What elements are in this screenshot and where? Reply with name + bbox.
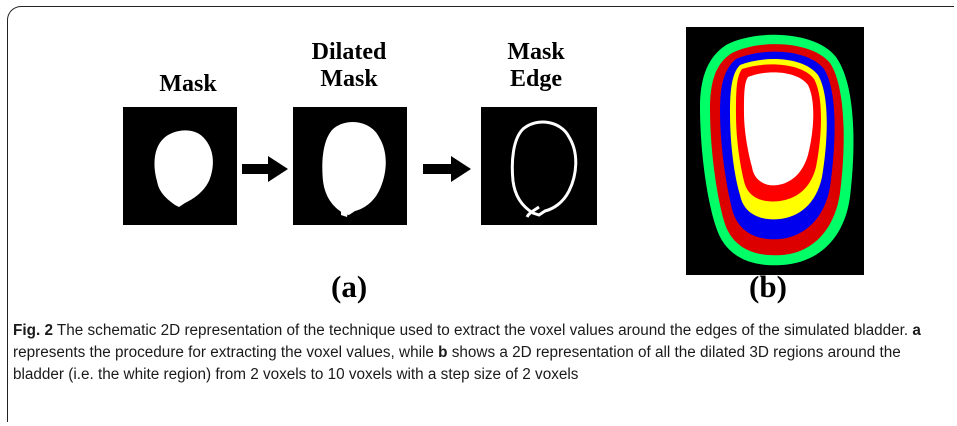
mask-title: Mask [159,71,217,97]
mask-image [123,107,237,225]
dilated-regions-image [686,27,864,275]
figure-label: Fig. 2 [13,322,53,339]
arrow-icon [242,156,288,187]
mask-edge-title: Mask Edge [507,39,565,92]
caption-ref-a: a [912,322,921,339]
figure-frame [7,6,954,422]
arrow-icon [423,156,471,187]
dilated-mask-title: Dilated Mask [311,39,387,92]
mask-edge-image [481,107,597,225]
caption-text-2: represents the procedure for extracting … [13,344,439,361]
panel-a-sublabel: (a) [331,269,368,304]
caption-text-3: shows a 2D representation of all the dil… [13,344,901,383]
figure-caption: Fig. 2 The schematic 2D representation o… [13,320,948,386]
caption-ref-b: b [438,344,448,361]
caption-text-1: The schematic 2D representation of the t… [52,322,913,339]
panel-b-sublabel: (b) [749,269,787,304]
dilated-mask-image [293,107,407,225]
